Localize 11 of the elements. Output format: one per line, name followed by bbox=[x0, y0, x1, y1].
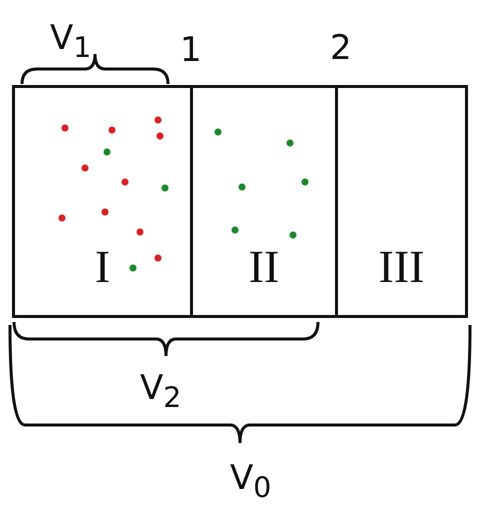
volume-label: V$_{0}$ bbox=[230, 458, 272, 504]
compartment-label: II bbox=[248, 240, 280, 293]
volume-label: V$_{2}$ bbox=[140, 368, 182, 414]
compartment-label: I bbox=[94, 240, 112, 293]
compartment bbox=[335, 85, 468, 318]
compartment-label: III bbox=[378, 240, 426, 293]
compartment bbox=[190, 85, 338, 318]
compartment bbox=[12, 85, 193, 318]
volume-label: 2 bbox=[330, 28, 352, 68]
volume-label: V$_{1}$ bbox=[50, 18, 92, 64]
volume-label: 1 bbox=[180, 30, 202, 70]
